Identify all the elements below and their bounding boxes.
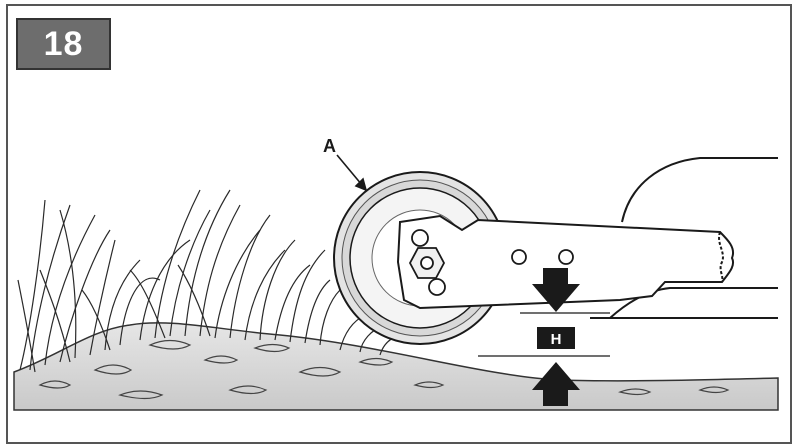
adjust-hole-2-icon — [558, 249, 574, 265]
arrow-down-icon — [532, 268, 580, 312]
ground-mound — [13, 322, 779, 411]
step-number-badge: 18 — [16, 18, 111, 70]
ground-clods — [38, 339, 730, 400]
height-label-box — [537, 327, 575, 349]
height-label-h: H — [551, 331, 562, 348]
wheel-leader-arrow — [336, 154, 368, 192]
mower-deck — [590, 157, 778, 319]
adjust-hole-1-icon — [511, 249, 527, 265]
bolt-bottom-icon — [428, 278, 446, 296]
arrow-up-icon — [532, 362, 580, 406]
height-reference-lines — [478, 312, 610, 357]
wheel-hub-bolts — [408, 229, 574, 296]
wheel-label-a: A — [323, 136, 336, 156]
grass-blades — [17, 189, 401, 373]
bolt-top-icon — [411, 229, 429, 247]
